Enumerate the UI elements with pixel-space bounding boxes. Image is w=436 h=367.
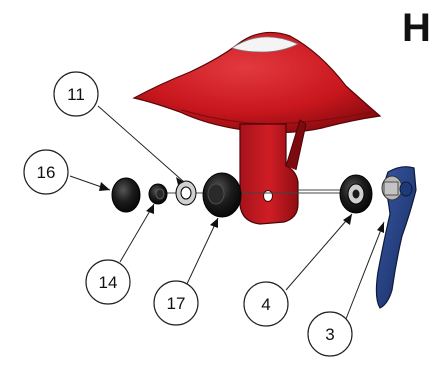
part-16-end-cap [111, 177, 141, 213]
arrowhead-4 [343, 214, 352, 225]
callout-4: 4 [243, 281, 289, 327]
arrowhead-16 [99, 182, 110, 191]
callout-circle [23, 149, 69, 195]
leader-line-4 [285, 213, 353, 291]
arrowhead-3 [377, 222, 384, 233]
callout-16: 16 [23, 149, 69, 195]
leader-arrowheads [99, 177, 384, 233]
callout-14: 14 [85, 259, 131, 305]
leader-line-17 [185, 217, 219, 287]
callout-circle [53, 71, 99, 117]
leader-line-11 [97, 105, 185, 183]
callout-circle [307, 311, 353, 357]
red-bracket-part [239, 119, 307, 225]
part-3-lever [375, 166, 417, 309]
callout-3: 3 [307, 311, 353, 357]
section-heading: H [402, 6, 431, 50]
callout-label: 16 [37, 163, 56, 182]
arrowhead-14 [146, 204, 154, 214]
leader-lines [69, 105, 385, 325]
callout-label: 14 [99, 273, 118, 292]
leader-line-3 [343, 221, 385, 325]
callout-label: 4 [261, 295, 270, 314]
part-11-washer [175, 180, 197, 206]
callout-11: 11 [53, 71, 99, 117]
callout-circle [153, 280, 199, 326]
callout-circle [243, 281, 289, 327]
callout-label: 3 [325, 325, 334, 344]
arrowhead-11 [176, 177, 184, 185]
callout-circle [85, 259, 131, 305]
leader-line-14 [119, 203, 155, 263]
part-14-nut [148, 183, 168, 205]
red-hood-part [132, 31, 382, 134]
part-17-bushing [202, 172, 242, 218]
callout-label: 11 [67, 85, 85, 104]
callout-label: 17 [167, 294, 186, 313]
callout-17: 17 [153, 280, 199, 326]
part-4-washer [339, 174, 373, 214]
arrowhead-17 [210, 218, 218, 228]
